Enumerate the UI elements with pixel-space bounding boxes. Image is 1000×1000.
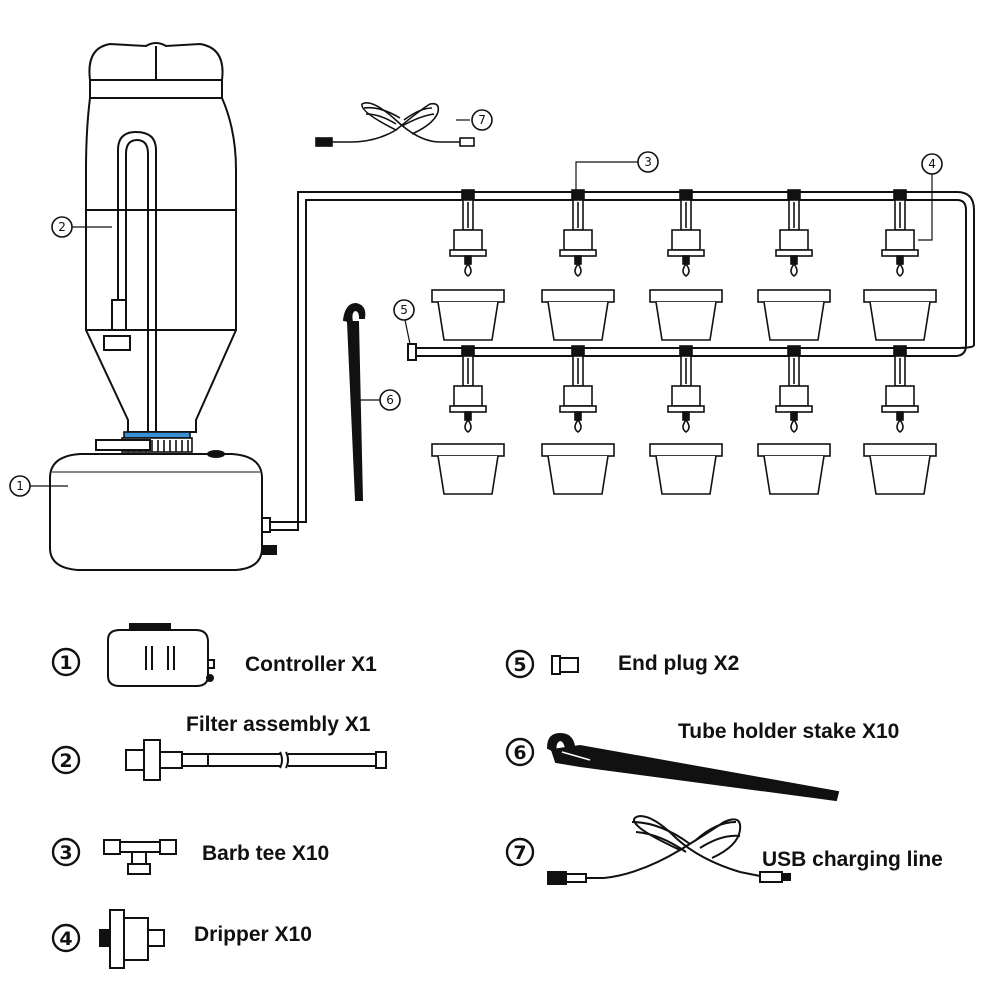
callout-number: 1 [16,479,24,493]
callout-number: 4 [928,157,936,171]
dripper-pot-unit [757,345,831,495]
dripper-icon [99,909,165,969]
dripper-pot-unit [863,189,937,341]
legend-number: 1 [59,652,72,674]
callout-number: 3 [644,155,652,169]
filter-tube-in-bottle [103,130,157,432]
tube-holder-stake-illustration [342,302,366,501]
legend-number: 4 [59,928,72,950]
dripper-pot-unit [649,345,723,495]
callout-marker: 7 [471,109,493,131]
callout-number: 5 [400,303,408,317]
callout-marker: 3 [637,151,659,173]
barb-tee-icon [103,839,177,875]
tubing-network [270,191,975,531]
legend-item-usb-charging-line: 7 USB charging line [505,814,943,885]
legend-label: Controller X1 [245,653,377,676]
legend-item-filter-assembly: 2 Filter assembly X1 [51,713,387,781]
controller-icon [107,623,215,687]
end-plug-icon [551,655,579,675]
water-bottle [85,42,237,433]
dripper-pot-unit [541,345,615,495]
dripper-pot-unit [863,345,937,495]
callout-number: 6 [386,393,394,407]
parts-legend: 1 Controller X1 2 [51,623,943,969]
legend-number: 7 [513,842,526,864]
legend-label: Filter assembly X1 [186,713,371,736]
bottom-row-drippers [431,345,937,495]
tube-holder-stake-icon [546,732,840,802]
callout-marker: 2 [51,216,73,238]
dripper-pot-unit [431,189,505,341]
callout-marker: 6 [379,389,401,411]
controller-unit [49,439,277,571]
legend-label: End plug X2 [618,652,739,675]
legend-label: Tube holder stake X10 [678,720,899,743]
dripper-pot-unit [649,189,723,341]
legend-number: 5 [513,654,526,676]
callout-marker: 4 [921,153,943,175]
dripper-pot-unit [541,189,615,341]
legend-number: 2 [59,750,72,772]
legend-item-tube-holder-stake: 6 Tube holder stake X10 [505,720,899,802]
dripper-pot-unit [757,189,831,341]
callout-marker: 5 [393,299,415,321]
top-row-drippers [431,189,937,341]
callout-number: 7 [478,113,486,127]
dripper-pot-unit [431,345,505,495]
legend-label: Barb tee X10 [202,842,329,865]
legend-label: Dripper X10 [194,923,312,946]
legend-item-end-plug: 5 End plug X2 [505,649,739,679]
callout-markers: 2 1 3 4 5 6 7 [9,109,943,497]
callout-number: 2 [58,220,66,234]
callout-marker: 1 [9,475,31,497]
legend-label: USB charging line [762,848,943,871]
legend-number: 3 [59,842,72,864]
callout-leaders [30,119,933,487]
legend-number: 6 [513,742,526,764]
legend-item-controller: 1 Controller X1 [51,623,377,687]
usb-cable-illustration [315,102,475,147]
legend-item-dripper: 4 Dripper X10 [51,909,312,969]
usb-cable-icon [547,814,791,885]
filter-assembly-icon [125,739,387,781]
legend-item-barb-tee: 3 Barb tee X10 [51,837,329,875]
